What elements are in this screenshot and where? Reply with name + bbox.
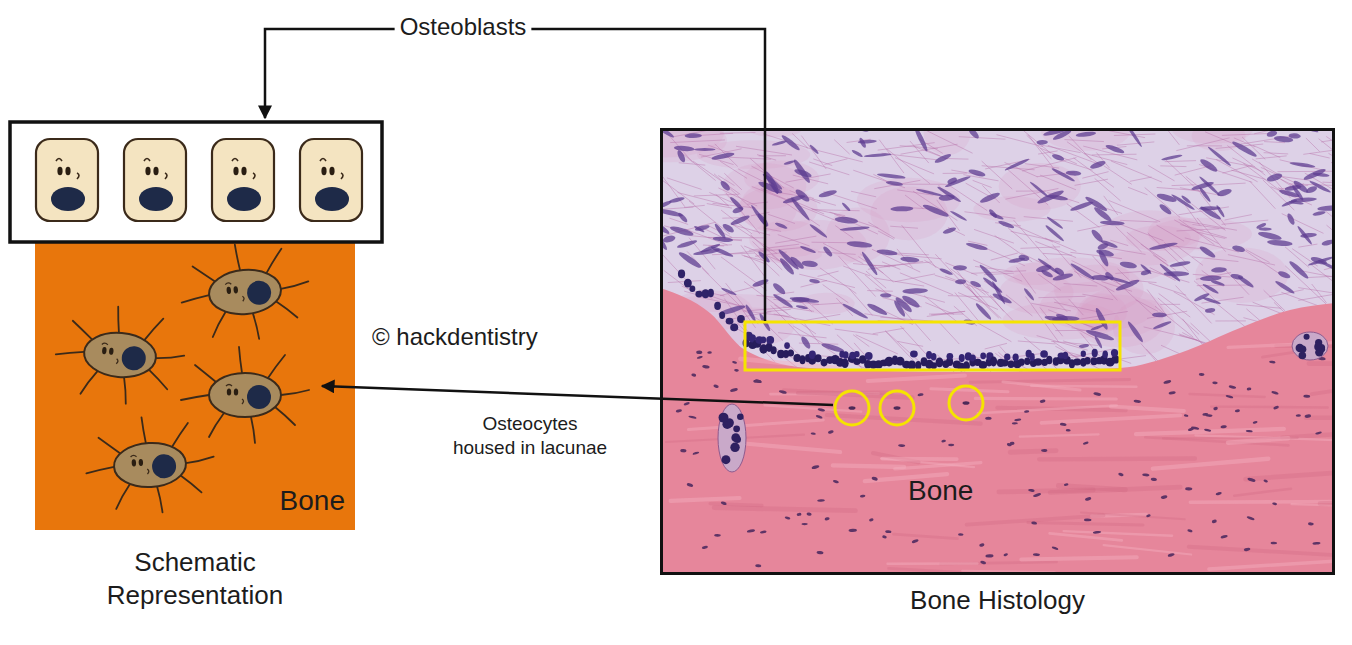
osteocyte-lacunae [676, 350, 1326, 567]
highlight-circle [880, 391, 914, 425]
region-label: Bone [280, 483, 345, 518]
watermark: © hackdentistry [372, 322, 538, 352]
osteoblast [300, 139, 362, 221]
osteoblast [36, 139, 98, 221]
callout-label: Osteocytes housed in lacunae [450, 412, 610, 460]
blood-vessel [718, 332, 1328, 472]
osteoblast [212, 139, 274, 221]
bone-schematic: BoneSchematic Representation [35, 232, 355, 530]
leader-arrow [322, 386, 833, 405]
callout-label: Osteoblasts [400, 12, 527, 42]
osteoblast-layer [678, 269, 1120, 371]
osteoblast-frame [10, 122, 382, 242]
highlight-circle [949, 386, 983, 420]
region-label: Bone [908, 473, 973, 508]
bone-matrix [660, 288, 1335, 575]
osteoblast-cells [36, 139, 362, 221]
histology-panel: BoneBone Histology [660, 128, 1335, 575]
highlight-circle [835, 391, 869, 425]
panel-caption: Bone Histology [798, 584, 1198, 617]
panel-caption: Schematic Representation [85, 546, 305, 611]
osteocyte [84, 414, 217, 517]
osteocyte-cells [52, 239, 313, 517]
connective-tissue [660, 128, 1335, 575]
osteocyte [52, 302, 188, 409]
osteoblast [124, 139, 186, 221]
leader-line [265, 29, 395, 118]
osteocyte [177, 239, 313, 346]
bone-block [35, 232, 355, 530]
histology-image [660, 128, 1335, 575]
highlight-box [745, 322, 1120, 370]
fibroblast-nuclei [660, 128, 1335, 354]
bone-lamellae [666, 342, 1335, 575]
leader-line [531, 29, 765, 321]
osteocyte [181, 347, 309, 443]
